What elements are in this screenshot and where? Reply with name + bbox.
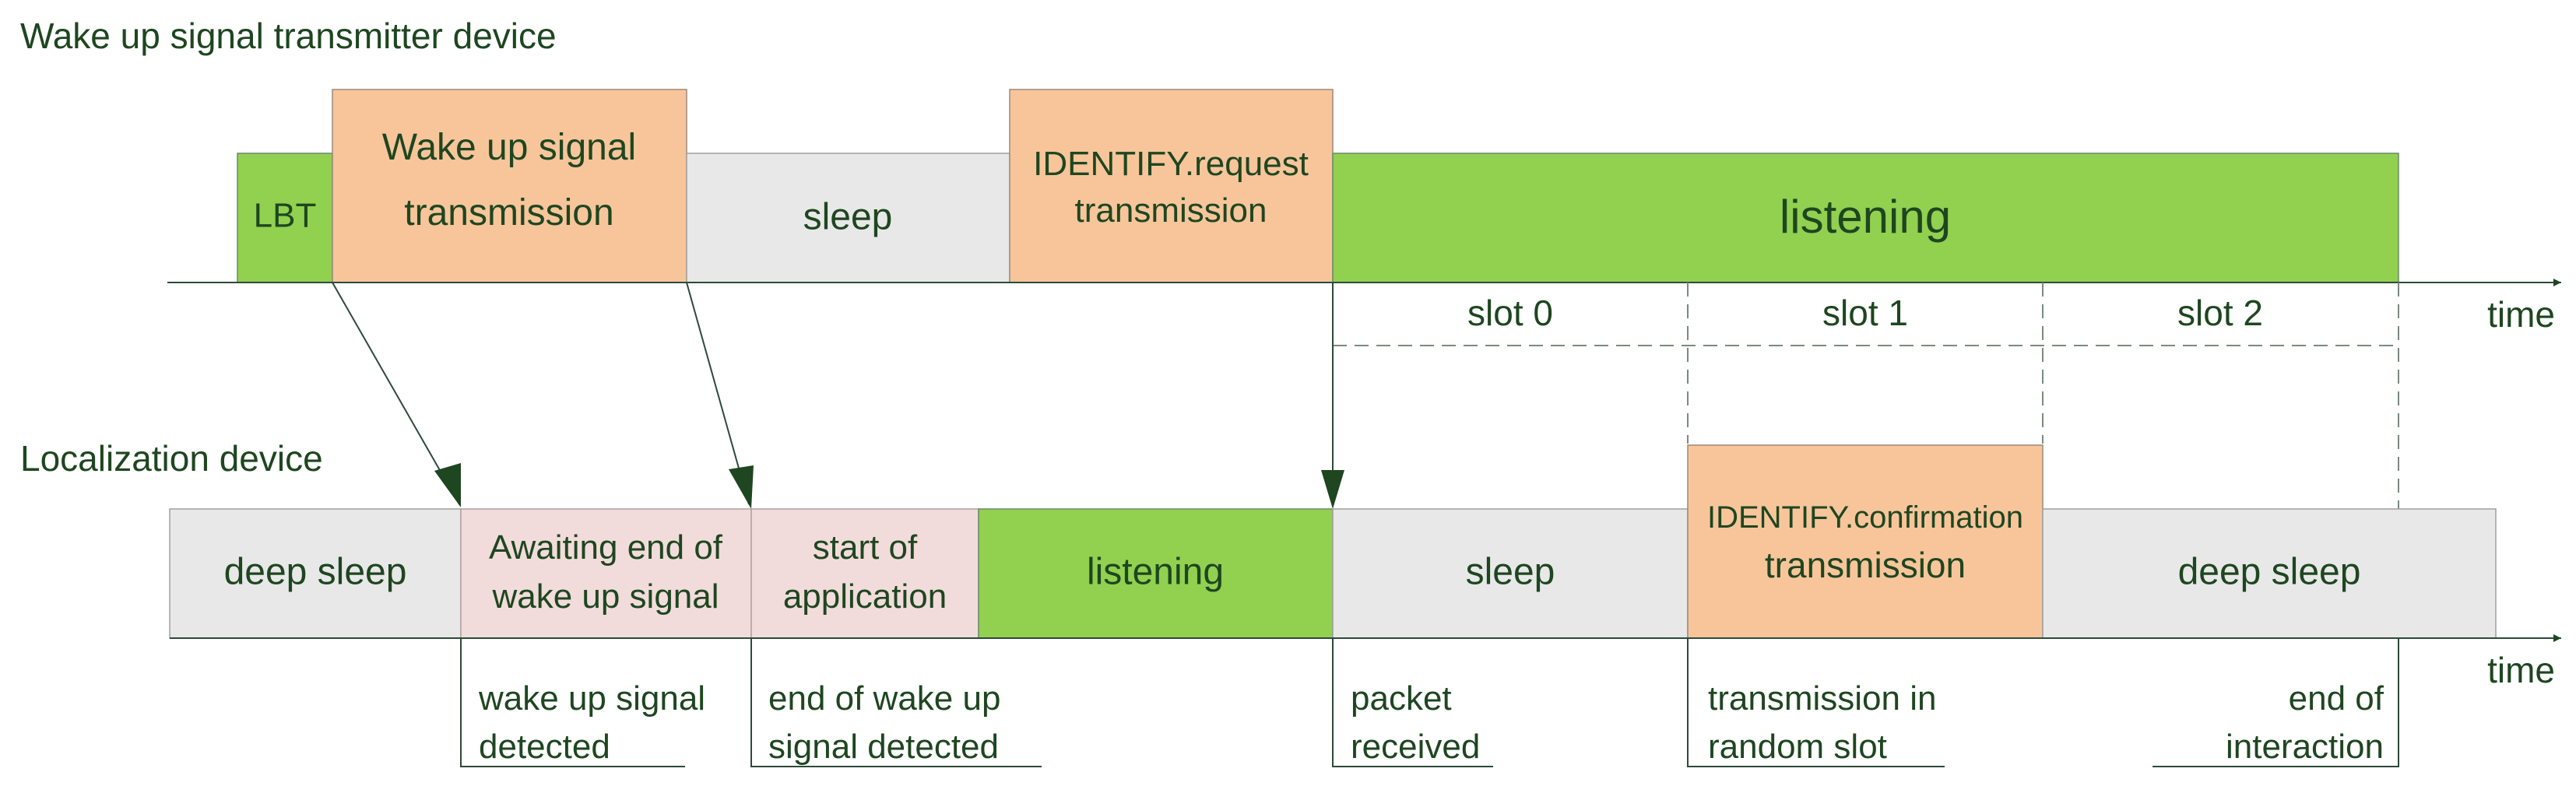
event-bracket-random-slot	[1687, 638, 1945, 767]
awaiting-end-label-line1: Awaiting end of	[489, 528, 723, 567]
identify-arrowhead	[1321, 470, 1344, 509]
identify-request-label-line2: transmission	[1075, 191, 1267, 230]
awaiting-end-label-line2: wake up signal	[491, 577, 719, 616]
event-bracket-end-wakeup	[750, 638, 1042, 767]
tx-time-label: time	[2487, 294, 2555, 335]
identify-confirmation-block	[1687, 444, 2044, 639]
wakeup-end-arrow-line	[686, 282, 750, 505]
transmitter-title: Wake up signal transmitter device	[20, 16, 557, 56]
slot-0-label: slot 0	[1467, 293, 1553, 333]
lbt-label: LBT	[254, 197, 317, 235]
rx-deep-sleep-label-2: deep sleep	[2178, 552, 2361, 593]
identify-confirmation-label-line1: IDENTIFY.confirmation	[1707, 500, 2023, 535]
tx-sleep-label: sleep	[803, 197, 893, 238]
rx-listening-block	[978, 508, 1334, 639]
event-bracket-packet-received	[1332, 638, 1493, 767]
identify-request-block	[1009, 89, 1334, 283]
event-wakeup-detected-line2: detected	[479, 728, 610, 766]
rx-listening-label: listening	[1087, 552, 1224, 593]
slot-2-label: slot 2	[2177, 293, 2263, 333]
start-application-block	[750, 508, 979, 639]
start-application-label-line1: start of	[813, 528, 918, 567]
rx-sleep-label: sleep	[1466, 552, 1555, 593]
wakeup-start-arrowhead	[434, 463, 461, 507]
rx-deep-sleep-label-1: deep sleep	[224, 552, 407, 593]
wakeup-transmission-block	[332, 89, 687, 283]
event-end-interaction-line2: interaction	[2226, 728, 2384, 766]
tx-listening-block	[1332, 153, 2399, 283]
wakeup-end-arrowhead	[729, 465, 754, 509]
event-random-slot-line1: transmission in	[1708, 679, 1936, 718]
identify-request-label-line1: IDENTIFY.request	[1033, 145, 1309, 183]
wakeup-transmission-label-line2: transmission	[404, 192, 613, 233]
event-end-wakeup-line1: end of wake up	[768, 679, 1000, 718]
event-end-interaction-line1: end of	[2289, 679, 2384, 718]
rx-sleep-block	[1332, 508, 1689, 639]
event-bracket-wakeup-detected	[460, 638, 685, 767]
slot-1-label: slot 1	[1822, 293, 1908, 333]
event-wakeup-detected-line1: wake up signal	[478, 679, 705, 718]
rx-deep-sleep-block-2	[2042, 508, 2497, 639]
tx-sleep-block	[686, 153, 1010, 283]
wakeup-start-arrow-line	[332, 282, 460, 505]
identify-confirmation-label-line2: transmission	[1765, 545, 1966, 585]
event-packet-line1: packet	[1351, 679, 1452, 718]
start-application-label-line2: application	[783, 577, 947, 616]
tx-listening-label: listening	[1780, 191, 1951, 243]
event-bracket-end-interaction	[2153, 638, 2399, 767]
wakeup-transmission-label-line1: Wake up signal	[382, 127, 636, 168]
event-packet-line2: received	[1351, 728, 1480, 766]
receiver-title: Localization device	[20, 438, 323, 479]
event-random-slot-line2: random slot	[1708, 728, 1887, 766]
rx-time-label: time	[2487, 650, 2555, 690]
lbt-block	[237, 153, 333, 283]
event-end-wakeup-line2: signal detected	[768, 728, 999, 766]
